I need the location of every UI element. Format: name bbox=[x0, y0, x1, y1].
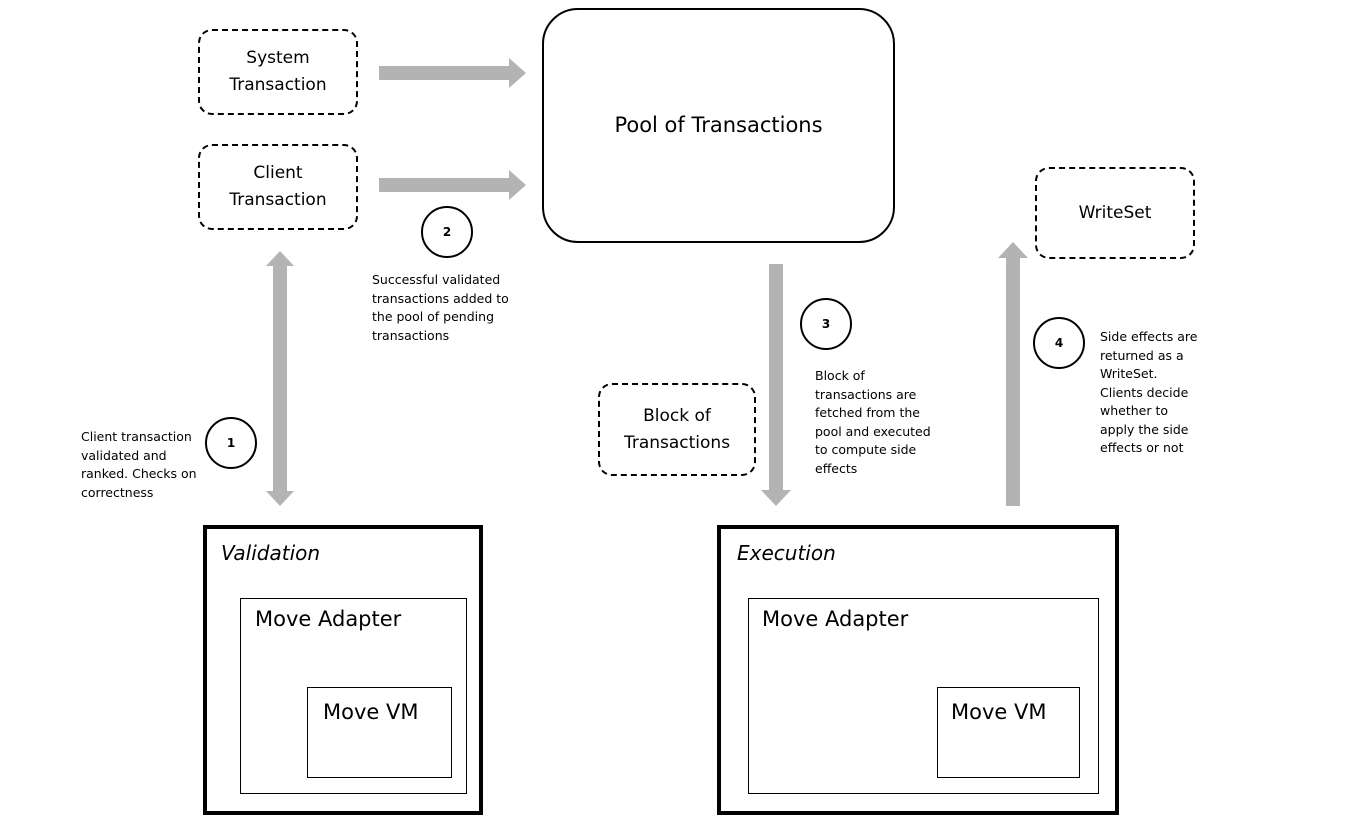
step-1-note: Client transaction validated and ranked.… bbox=[81, 429, 197, 500]
validation-title: Validation bbox=[221, 541, 321, 565]
client-transaction-box: Client Transaction bbox=[198, 144, 358, 230]
arrow-client-validation-bidirectional bbox=[266, 251, 294, 506]
step-1-number: 1 bbox=[226, 436, 236, 450]
writeset-label: WriteSet bbox=[1078, 202, 1152, 223]
system-transaction-label: System Transaction bbox=[229, 48, 327, 95]
arrow-execution-to-writeset bbox=[998, 242, 1028, 506]
step-2-number: 2 bbox=[442, 225, 452, 239]
block-of-transactions-label: Block of Transactions bbox=[623, 405, 731, 453]
block-of-transactions-box: Block of Transactions bbox=[598, 383, 756, 476]
validation-move-vm-title: Move VM bbox=[323, 700, 419, 724]
validation-move-adapter: Move Adapter Move VM bbox=[240, 598, 467, 794]
execution-move-adapter-title: Move Adapter bbox=[762, 607, 909, 631]
client-transaction-label: Client Transaction bbox=[229, 163, 327, 210]
step-2-note: Successful validated transactions added … bbox=[372, 272, 509, 343]
arrow-system-to-pool bbox=[379, 58, 526, 88]
pool-of-transactions-box: Pool of Transactions bbox=[542, 8, 895, 243]
step-2-circle: 2 bbox=[421, 206, 473, 258]
execution-title: Execution bbox=[737, 541, 836, 565]
step-4-number: 4 bbox=[1054, 336, 1064, 350]
step-3-note: Block of transactions are fetched from t… bbox=[815, 368, 931, 476]
execution-move-vm: Move VM bbox=[937, 687, 1080, 778]
execution-move-vm-title: Move VM bbox=[951, 700, 1047, 724]
validation-move-vm: Move VM bbox=[307, 687, 452, 778]
arrow-client-to-pool bbox=[379, 170, 526, 200]
step-4-note: Side effects are returned as a WriteSet.… bbox=[1100, 329, 1198, 455]
execution-module: Execution Move Adapter Move VM bbox=[717, 525, 1119, 815]
system-transaction-box: System Transaction bbox=[198, 29, 358, 115]
validation-module: Validation Move Adapter Move VM bbox=[203, 525, 483, 815]
step-3-circle: 3 bbox=[800, 298, 852, 350]
step-3-number: 3 bbox=[821, 317, 831, 331]
step-4-circle: 4 bbox=[1033, 317, 1085, 369]
pool-label: Pool of Transactions bbox=[614, 112, 823, 137]
validation-move-adapter-title: Move Adapter bbox=[255, 607, 402, 631]
writeset-box: WriteSet bbox=[1035, 167, 1195, 259]
execution-move-adapter: Move Adapter Move VM bbox=[748, 598, 1099, 794]
step-1-circle: 1 bbox=[205, 417, 257, 469]
arrow-pool-to-execution bbox=[761, 264, 791, 506]
